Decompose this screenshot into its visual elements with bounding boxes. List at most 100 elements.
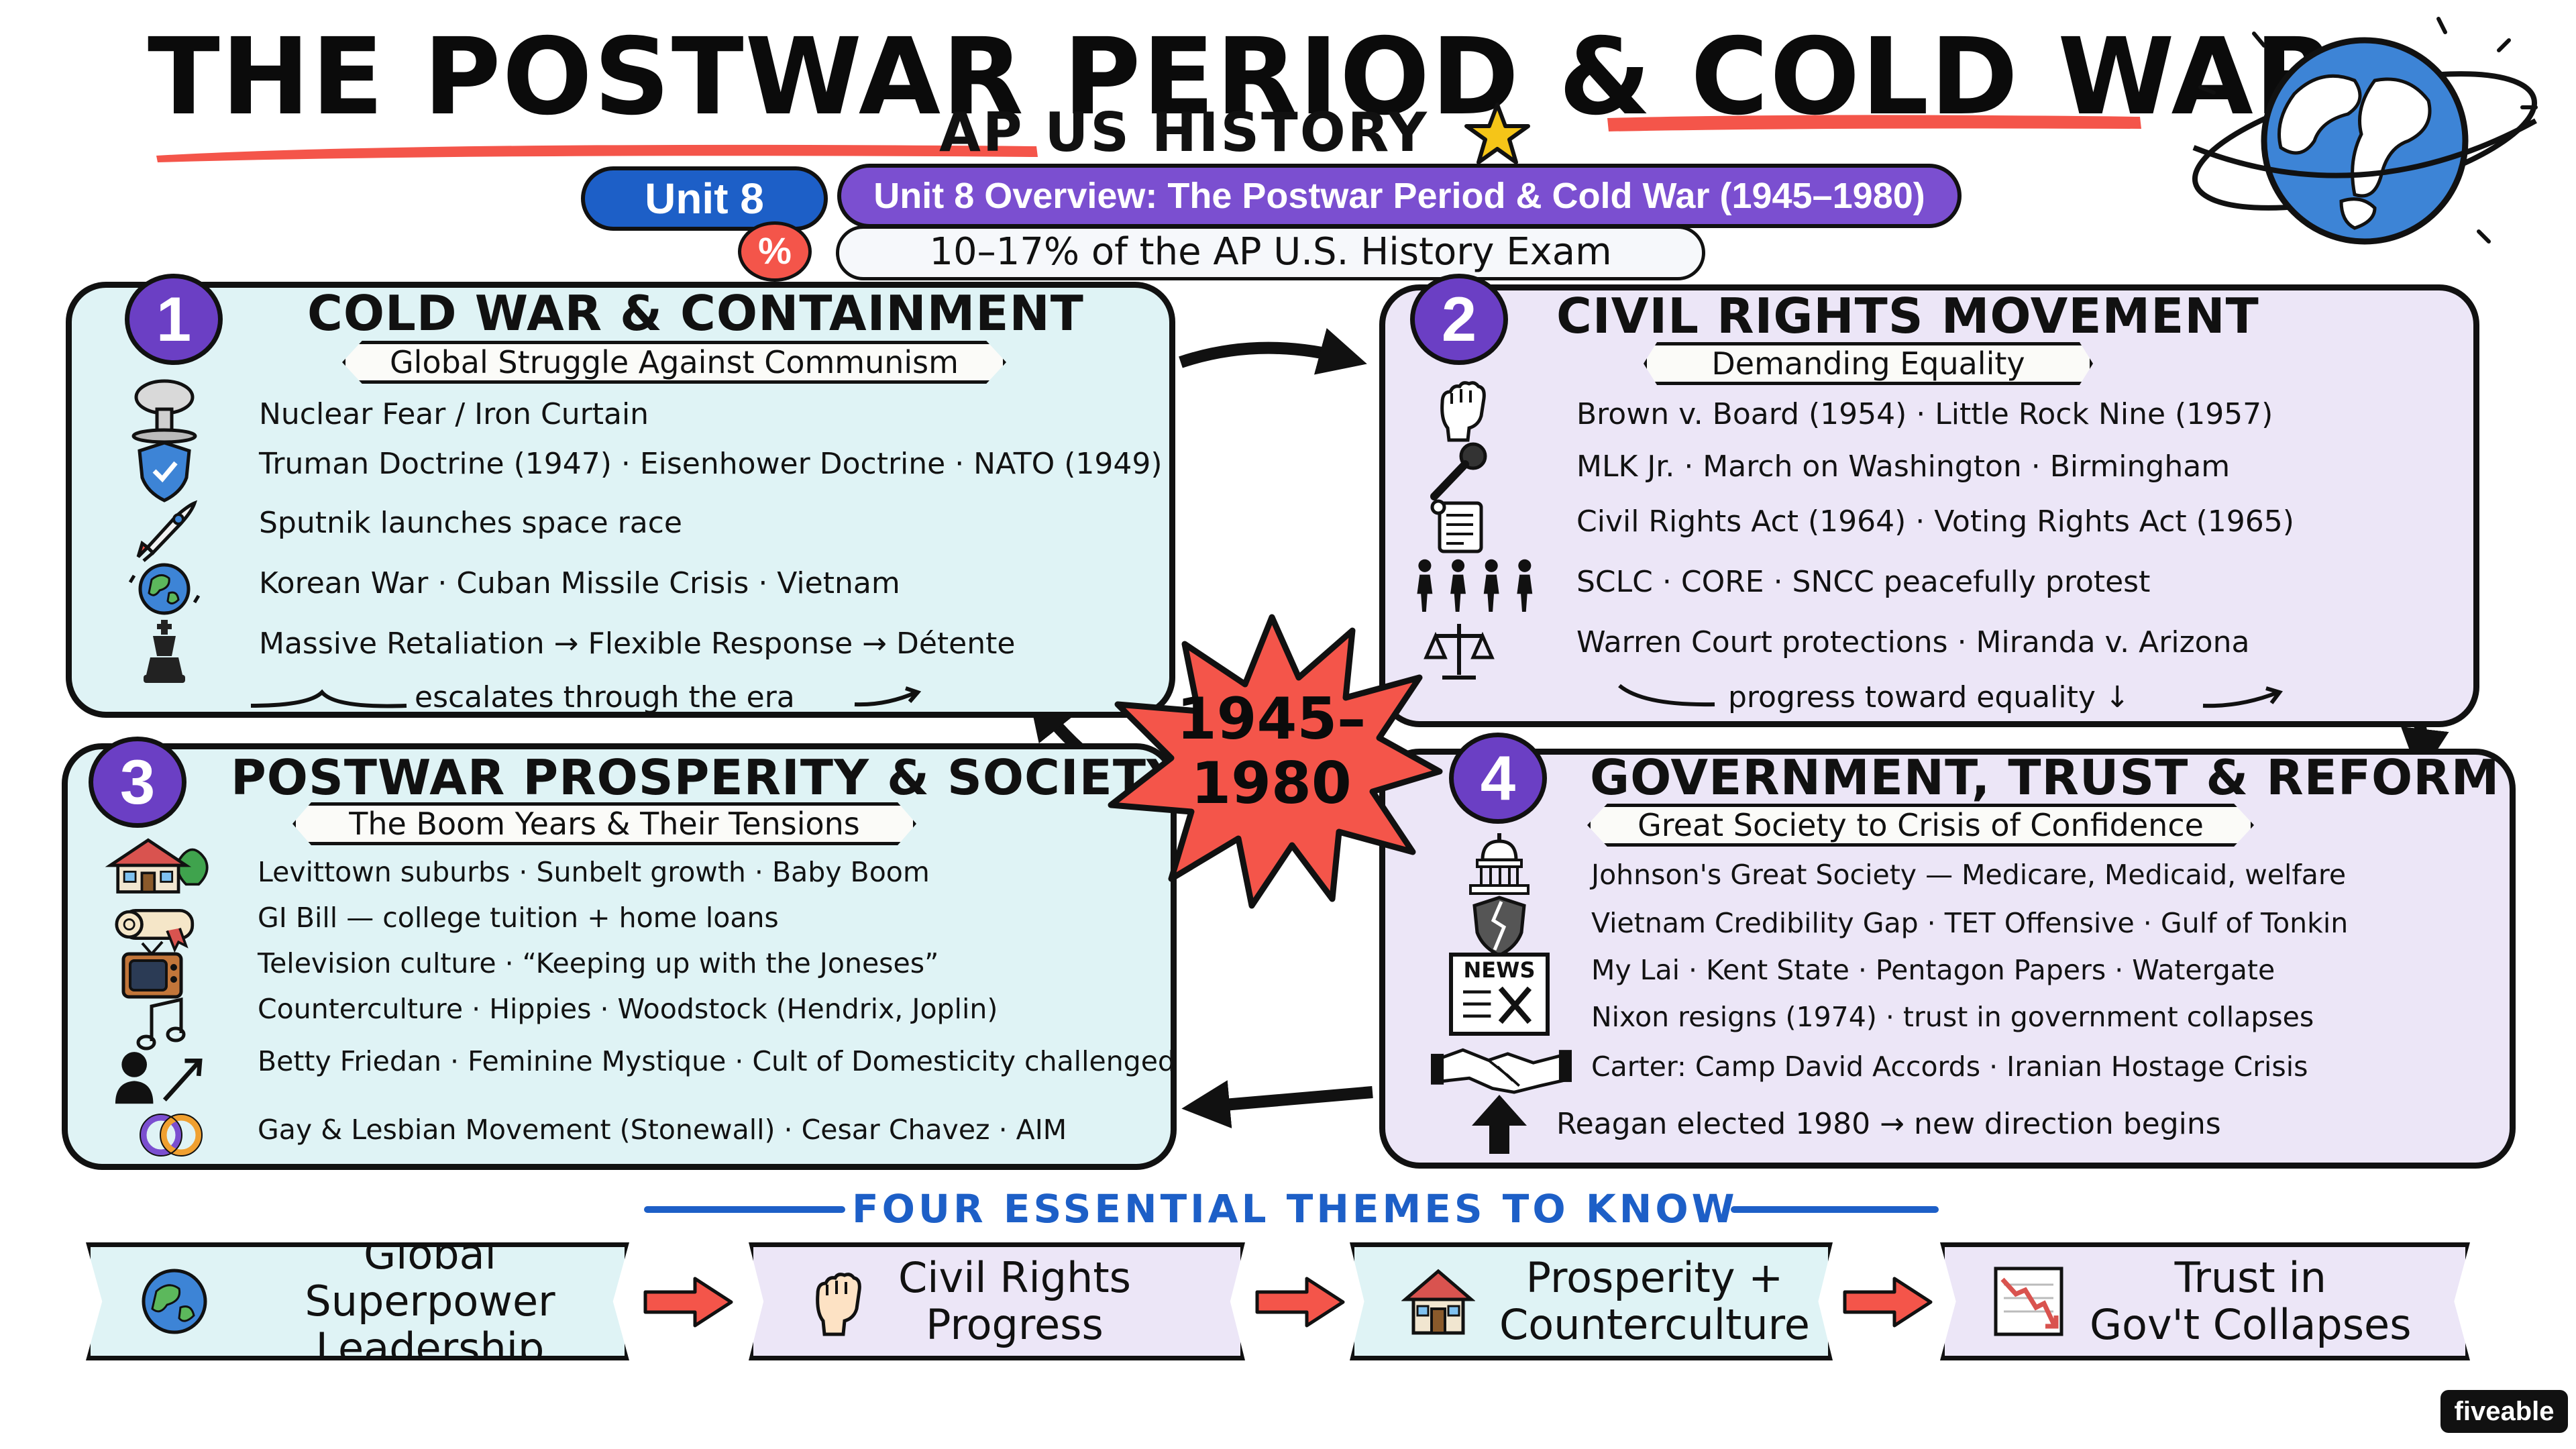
theme-label: Prosperity +Counterculture [1499, 1254, 1810, 1348]
cracked-shield-icon [1456, 892, 1543, 959]
panel-ribbon: Global Struggle Against Communism [342, 341, 1006, 384]
microphone-icon [1415, 437, 1503, 504]
capitol-icon [1456, 830, 1543, 898]
list-item: Counterculture · Hippies · Woodstock (He… [258, 993, 998, 1025]
list-item: Nixon resigns (1974) · trust in governme… [1591, 1001, 2314, 1033]
raised-fist-icon [1415, 376, 1503, 443]
list-item: Brown v. Board (1954) · Little Rock Nine… [1576, 397, 2273, 431]
list-item: Civil Rights Act (1964) · Voting Rights … [1576, 504, 2294, 539]
theme-arrow-icon [1255, 1277, 1345, 1328]
chess-king-icon [121, 619, 208, 686]
panel-number-badge: 3 [89, 737, 186, 828]
timeline-start-year: 1945– [1176, 686, 1366, 753]
theme-label-line: Progress [926, 1300, 1104, 1349]
subtitle: AP US HISTORY [939, 101, 1429, 164]
orbiting-globe-icon [2192, 17, 2538, 245]
panel-number-badge: 1 [125, 274, 223, 365]
list-item: MLK Jr. · March on Washington · Birmingh… [1576, 449, 2231, 484]
woman-arrow-icon [101, 1041, 215, 1108]
arrow-right-icon [2202, 686, 2283, 708]
timeline-burst [1108, 614, 1443, 909]
underline-stroke-right [1607, 115, 2141, 131]
panel-title: GOVERNMENT, TRUST & REFORM [1590, 749, 2500, 806]
panel-ribbon: Great Society to Crisis of Confidence [1587, 804, 2254, 847]
globe-icon [142, 1269, 207, 1334]
theme-arrow-icon [1843, 1277, 1933, 1328]
list-item: Warren Court protections · Miranda v. Ar… [1576, 625, 2250, 659]
list-item: Sputnik launches space race [259, 506, 682, 540]
theme-label-line: Trust in [2174, 1253, 2326, 1302]
list-item: Nuclear Fear / Iron Curtain [259, 397, 649, 431]
flourish-line [1618, 684, 1715, 707]
exam-weight-banner: 10–17% of the AP U.S. History Exam [836, 225, 1705, 280]
unit-badge: Unit 8 [581, 166, 828, 231]
panel-title: CIVIL RIGHTS MOVEMENT [1556, 288, 2259, 344]
panel-title: COLD WAR & CONTAINMENT [307, 285, 1084, 341]
theme-label-line: Civil Rights [898, 1253, 1131, 1302]
shield-icon [121, 437, 208, 504]
panel-title: POSTWAR PROSPERITY & SOCIETY [231, 749, 1183, 806]
panel-number-badge: 4 [1449, 733, 1547, 824]
list-item: Gay & Lesbian Movement (Stonewall) · Ces… [258, 1114, 1067, 1146]
music-note-icon [118, 991, 205, 1059]
list-item: Levittown suburbs · Sunbelt growth · Bab… [258, 856, 930, 888]
list-item: GI Bill — college tuition + home loans [258, 902, 779, 934]
scales-of-justice-icon [1415, 617, 1503, 684]
theme-label-line: Gov't Collapses [2090, 1300, 2412, 1349]
panel-ribbon: Demanding Equality [1644, 342, 2093, 385]
declining-chart-icon [1994, 1267, 2063, 1336]
up-arrow-icon [1456, 1091, 1543, 1158]
percent-icon: % [738, 221, 812, 282]
arrow-4-to-3 [1181, 1080, 1373, 1128]
list-item: Television culture · “Keeping up with th… [258, 947, 939, 979]
divider-line [1731, 1206, 1939, 1213]
list-item: SCLC · CORE · SNCC peacefully protest [1576, 565, 2151, 599]
panel-footer: escalates through the era [415, 680, 795, 714]
list-item: Betty Friedan · Feminine Mystique · Cult… [258, 1045, 1175, 1077]
theme-label-line: Leadership [315, 1324, 545, 1373]
flourish-line [250, 689, 407, 708]
raised-fist-icon [816, 1273, 861, 1336]
diploma-icon [101, 891, 215, 958]
theme-arrow-icon [643, 1277, 733, 1328]
panel-number-badge: 2 [1410, 274, 1508, 365]
brand-logo: fiveable [2440, 1390, 2568, 1433]
mushroom-cloud-icon [121, 377, 208, 444]
arrow-right-icon [854, 686, 922, 707]
list-item: Massive Retaliation → Flexible Response … [259, 627, 1016, 661]
list-item: Vietnam Credibility Gap · TET Offensive … [1591, 907, 2349, 939]
list-item: Carter: Camp David Accords · Iranian Hos… [1591, 1051, 2308, 1083]
timeline-end-year: 1980 [1191, 750, 1352, 817]
globe-icon [121, 555, 208, 623]
divider-line [644, 1206, 845, 1213]
rocket-icon [121, 496, 208, 564]
handshake-icon [1428, 1033, 1575, 1100]
list-item: Reagan elected 1980 → new direction begi… [1556, 1107, 2221, 1141]
star-icon [1464, 103, 1530, 164]
list-item: My Lai · Kent State · Pentagon Papers · … [1591, 954, 2275, 986]
scroll-icon [1415, 494, 1503, 561]
theme-label-line: Prosperity + [1525, 1253, 1784, 1302]
themes-heading: FOUR ESSENTIAL THEMES TO KNOW [852, 1186, 1738, 1232]
theme-card: Prosperity +Counterculture [1350, 1242, 1833, 1360]
arrow-1-to-2 [1179, 328, 1367, 375]
panel-ribbon: The Boom Years & Their Tensions [292, 802, 916, 845]
underline-stroke-left [156, 144, 1038, 162]
marching-people-icon [1406, 550, 1554, 617]
list-item: Truman Doctrine (1947) · Eisenhower Doct… [259, 447, 1163, 481]
theme-label-line: Global Superpower [305, 1230, 555, 1326]
unit-overview-banner: Unit 8 Overview: The Postwar Period & Co… [837, 164, 1962, 228]
television-icon [109, 938, 196, 1005]
news-label: NEWS [1463, 957, 1536, 983]
suburban-house-icon [101, 832, 215, 899]
linked-rings-icon [127, 1100, 215, 1167]
list-item: Johnson's Great Society — Medicare, Medi… [1591, 859, 2347, 891]
timeline-years: 1945– 1980 [1140, 687, 1402, 828]
theme-label-line: Counterculture [1499, 1300, 1810, 1349]
